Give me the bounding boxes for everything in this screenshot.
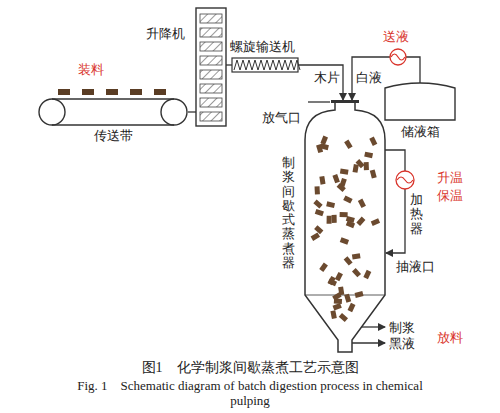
wood-chip <box>344 140 352 149</box>
wood-chip <box>332 292 341 300</box>
tank-outline <box>385 83 455 120</box>
edge-label: 木片 <box>314 70 340 85</box>
wood-chip <box>340 212 348 217</box>
bucket <box>200 14 222 23</box>
pipe-connector <box>298 65 343 100</box>
batch-digester: 制浆间歇式蒸煮器 <box>280 98 388 356</box>
wood-chip <box>353 164 359 173</box>
figure-caption: 图1 化学制浆间歇蒸煮工艺示意图 <box>0 360 500 376</box>
wood-chip <box>327 216 332 224</box>
circulation-pipe <box>386 189 405 253</box>
pipe-connector <box>188 111 196 112</box>
bucket <box>200 112 222 121</box>
wood-chip <box>370 170 377 179</box>
heater-wave <box>397 177 413 183</box>
wood-chip <box>332 174 339 183</box>
wood-chip <box>355 291 364 298</box>
bucket <box>200 42 222 51</box>
bucket <box>200 84 222 93</box>
wood-chip <box>340 237 349 244</box>
bucket <box>200 56 222 65</box>
wood-chip <box>364 152 373 159</box>
belt-line <box>52 124 174 125</box>
roller <box>161 99 187 125</box>
wood-chip <box>352 253 361 259</box>
wood-chip <box>352 268 361 277</box>
wood-chip <box>348 303 356 312</box>
wood-chip <box>356 159 365 168</box>
batch-digester-shape <box>280 98 388 356</box>
step-label: 放料 <box>437 330 463 345</box>
roller <box>39 99 65 125</box>
step-label: 升温 <box>437 170 463 185</box>
wood-chip <box>364 162 369 170</box>
vessel-outline <box>305 102 385 352</box>
wood-chip <box>339 313 348 322</box>
bucket <box>200 98 222 107</box>
wood-chip <box>315 209 324 216</box>
elevator-frame <box>196 8 226 126</box>
caption-english: Fig. 1 Schematic diagram of batch digest… <box>75 378 425 408</box>
wood-chip <box>311 232 320 240</box>
elevator: 升降机 <box>196 8 226 126</box>
wood-chip <box>340 169 349 175</box>
node-label: 传送带 <box>38 128 188 143</box>
wood-chip <box>319 176 325 185</box>
part-label: 抽液口 <box>396 259 435 274</box>
belt-loads <box>58 89 166 95</box>
wood-chip <box>369 137 377 146</box>
node-label: 储液箱 <box>385 124 455 139</box>
pipe-connector <box>385 150 405 171</box>
node-label: 制浆间歇式蒸煮器 <box>282 156 295 270</box>
wood-chip <box>337 183 346 192</box>
step-label: 装料 <box>78 62 104 77</box>
belt-line <box>52 98 174 99</box>
step-label: 送液 <box>383 29 409 44</box>
wood-chip <box>358 199 366 208</box>
wood-chip <box>332 215 337 223</box>
heater: 加热器 <box>396 171 436 246</box>
step-label: 保温 <box>437 188 463 203</box>
screw-flight <box>234 60 300 70</box>
edge-label: 白液 <box>356 70 382 85</box>
part-label: 黑液 <box>389 336 415 351</box>
wood-chip <box>363 270 371 279</box>
wood-chip <box>371 218 380 226</box>
node-label: 加热器 <box>410 193 423 236</box>
wood-chip <box>333 303 342 311</box>
wood-chip <box>346 221 355 229</box>
pipe-connector <box>226 64 232 65</box>
wood-chip <box>326 201 335 208</box>
wood-chip <box>328 278 337 286</box>
node-label: 升降机 <box>146 26 185 41</box>
wood-chip <box>356 217 365 226</box>
wood-chip <box>313 200 322 209</box>
wood-chip <box>344 294 351 303</box>
wood-chip <box>319 263 328 272</box>
screw-conveyor: 螺旋输送机 <box>232 58 298 72</box>
bucket <box>200 28 222 37</box>
wood-chip <box>315 186 320 194</box>
heat-exchanger <box>390 49 406 65</box>
node-label: 螺旋输送机 <box>230 39 295 54</box>
wood-chip <box>343 195 352 203</box>
part-label: 制浆 <box>389 320 415 335</box>
elevator-shape <box>196 8 226 126</box>
part-label: 放气口 <box>262 110 301 125</box>
liquor-tank: 储液箱 <box>385 82 455 120</box>
wood-chip <box>344 256 353 265</box>
bucket <box>200 70 222 79</box>
heater-symbol <box>396 171 414 189</box>
wood-chip <box>330 310 336 319</box>
wood-chip <box>335 272 343 281</box>
screw-conveyor-shape <box>232 58 298 72</box>
conveyor-belt: 传送带 <box>38 96 188 146</box>
flange <box>331 100 359 103</box>
liquor-tank-shape <box>385 82 455 120</box>
wood-chip <box>320 136 328 145</box>
wood-chip <box>314 225 323 234</box>
